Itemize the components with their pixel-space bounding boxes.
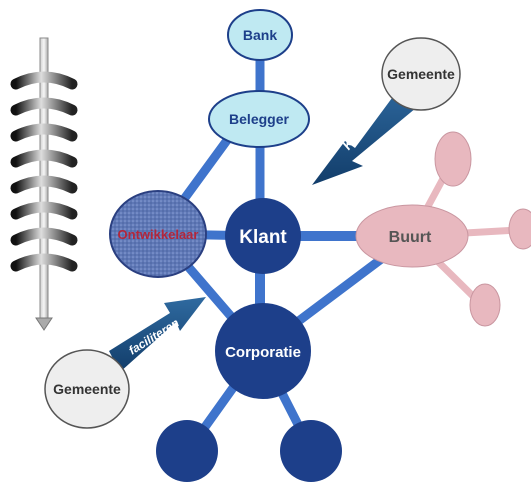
corporatie-label: Corporatie	[225, 344, 301, 361]
buurt-satellite-bottom	[469, 283, 501, 327]
ontwikkelaar-label: Ontwikkelaar	[118, 227, 199, 242]
node-bottom-left	[156, 420, 218, 482]
buurt-satellite-top	[434, 131, 472, 187]
node-buurt: Buurt	[355, 204, 469, 268]
buurt-satellite-right	[508, 208, 531, 250]
klant-label: Klant	[239, 227, 287, 248]
spring-icon	[10, 37, 78, 331]
buurt-label: Buurt	[389, 229, 432, 246]
faciliteren-arrow: faciliteren	[109, 297, 206, 372]
gemeente-bottom-label: Gemeente	[53, 381, 121, 397]
node-gemeente-bottom: Gemeente	[44, 349, 130, 429]
node-gemeente-top: Gemeente	[381, 37, 461, 111]
node-klant: Klant	[225, 198, 301, 274]
node-belegger: Belegger	[208, 90, 310, 148]
node-bank: Bank	[227, 9, 293, 61]
node-bottom-right	[280, 420, 342, 482]
node-ontwikkelaar: Ontwikkelaar	[109, 190, 207, 278]
gemeente-top-label: Gemeente	[387, 66, 455, 82]
belegger-label: Belegger	[229, 111, 289, 127]
node-corporatie: Corporatie	[215, 303, 311, 399]
bank-label: Bank	[243, 27, 277, 43]
